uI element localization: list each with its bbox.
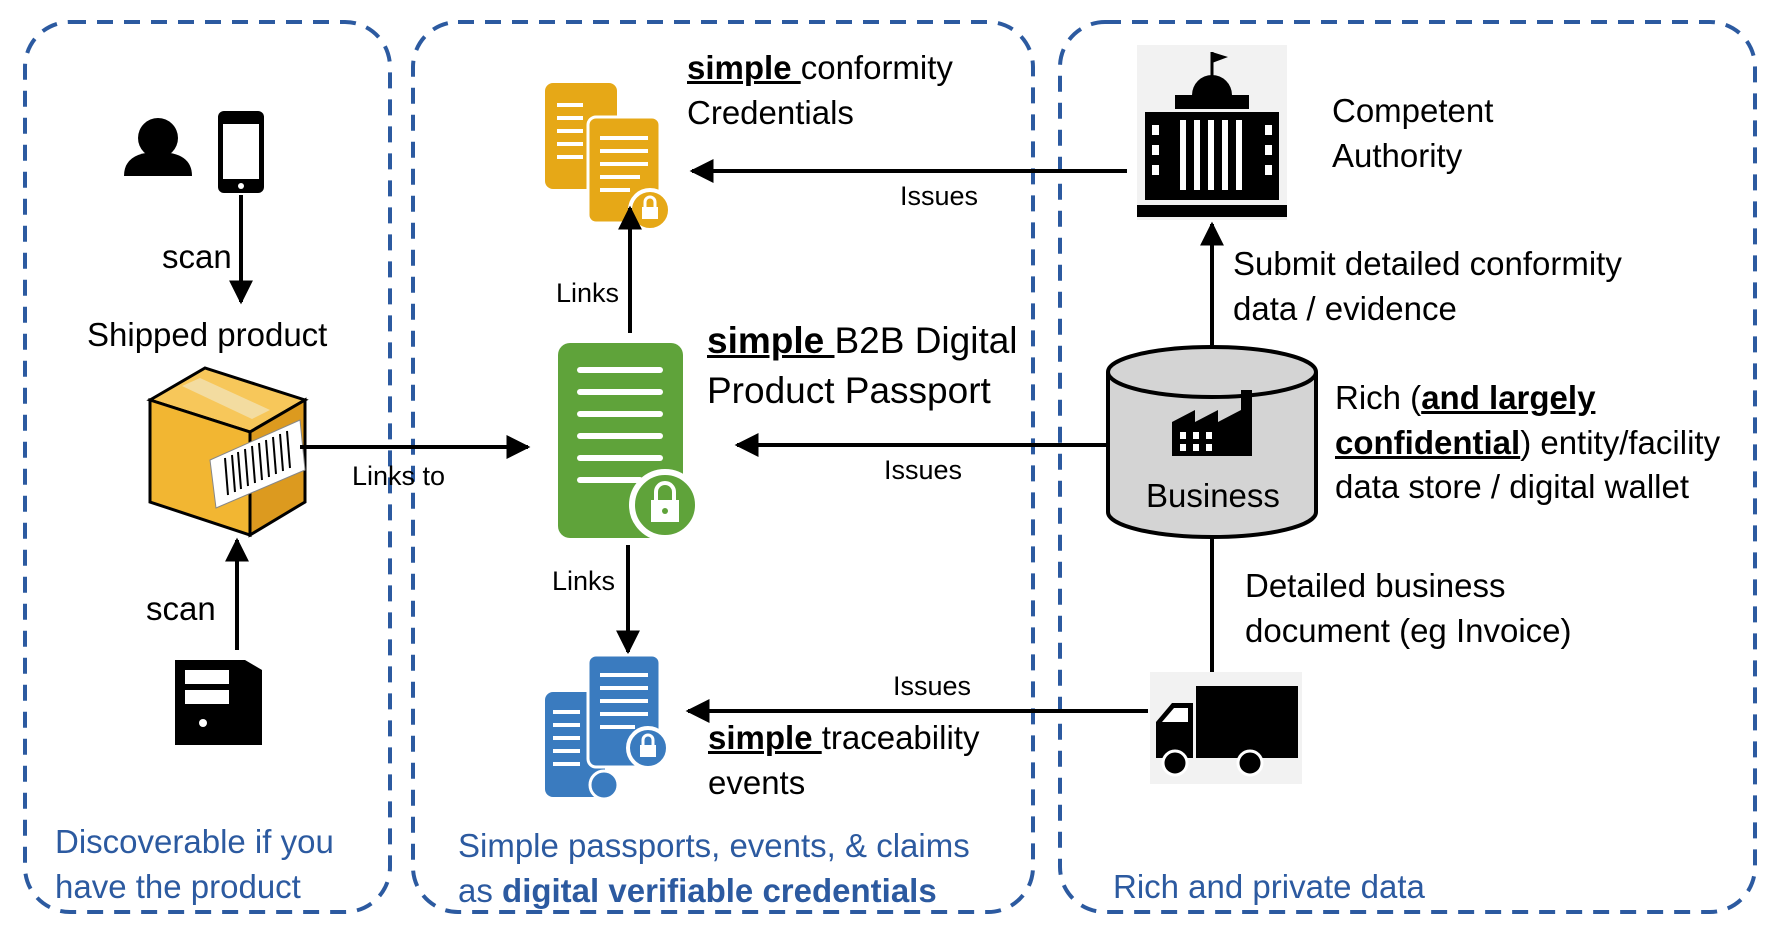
rich-data-store-label: Rich (and largely confidential) entity/f… xyxy=(1335,376,1720,510)
links-up-label: Links xyxy=(556,278,620,308)
issues-top-label: Issues xyxy=(900,181,979,211)
simple-emphasis: simple xyxy=(687,49,801,86)
middle-caption-line1: Simple passports, events, & claims xyxy=(458,827,970,864)
locked-document-icon xyxy=(558,343,701,541)
rich-bold-2: confidential xyxy=(1335,423,1521,461)
panel-right xyxy=(1058,20,1757,914)
conformity-line1: conformity xyxy=(800,49,953,86)
person-icon xyxy=(124,118,192,176)
rich-prefix: Rich ( xyxy=(1335,379,1422,416)
issues-bottom-label: Issues xyxy=(893,671,972,701)
rich-bold-1: and largely xyxy=(1421,379,1596,416)
authority-line1: Competent xyxy=(1332,92,1494,129)
locked-documents-icon xyxy=(545,653,670,801)
issues-mid-label: Issues xyxy=(884,455,963,485)
government-building-icon xyxy=(1137,45,1287,220)
rich-suffix: ) entity/facility xyxy=(1520,423,1721,461)
links-down-label: Links xyxy=(552,566,616,596)
business-label: Business xyxy=(1146,477,1280,514)
scan-label-bottom: scan xyxy=(146,590,216,627)
panel-left xyxy=(23,20,392,914)
conformity-line2: Credentials xyxy=(687,93,854,131)
traceability-line1: traceability xyxy=(821,719,980,756)
passport-line1: B2B Digital xyxy=(834,320,1018,361)
simple-emphasis: simple xyxy=(707,320,835,361)
simple-emphasis: simple xyxy=(708,719,822,756)
shipped-product-label: Shipped product xyxy=(87,316,328,353)
passport-line2: Product Passport xyxy=(707,369,991,411)
detailed-business-doc-label: Detailed business document (eg Invoice) xyxy=(1245,564,1572,653)
traceability-events-label: simple traceability events xyxy=(708,716,979,805)
left-caption-line1: Discoverable if you xyxy=(55,823,334,860)
middle-caption-prefix: as xyxy=(458,872,503,909)
factory-icon xyxy=(1172,390,1252,456)
rich-line3: data store / digital wallet xyxy=(1335,468,1690,506)
traceability-line2: events xyxy=(708,763,806,801)
computer-tower-icon xyxy=(175,660,262,745)
submit-conformity-label: Submit detailed conformity data / eviden… xyxy=(1233,242,1622,331)
locked-documents-icon xyxy=(545,83,672,232)
smartphone-icon xyxy=(218,111,264,193)
left-caption-line2: have the product xyxy=(55,868,301,905)
detailed-line2: document (eg Invoice) xyxy=(1245,611,1572,649)
authority-line2: Authority xyxy=(1332,136,1463,174)
passport-label: simple B2B Digital Product Passport xyxy=(707,316,1018,416)
barcode-box-icon xyxy=(146,366,309,538)
truck-icon xyxy=(1150,672,1302,784)
panel-middle xyxy=(411,20,1035,914)
middle-caption-bold: digital verifiable credentials xyxy=(502,872,937,909)
detailed-line1: Detailed business xyxy=(1245,567,1506,604)
submit-line1: Submit detailed conformity xyxy=(1233,245,1622,282)
competent-authority-label: Competent Authority xyxy=(1332,89,1493,178)
right-caption: Rich and private data xyxy=(1113,868,1425,905)
submit-line2: data / evidence xyxy=(1233,289,1457,327)
scan-label-top: scan xyxy=(162,238,232,275)
conformity-credentials-label: simple conformity Credentials xyxy=(687,46,953,135)
middle-caption-line2: as digital verifiable credentials xyxy=(458,869,937,914)
links-to-label: Links to xyxy=(352,461,446,491)
